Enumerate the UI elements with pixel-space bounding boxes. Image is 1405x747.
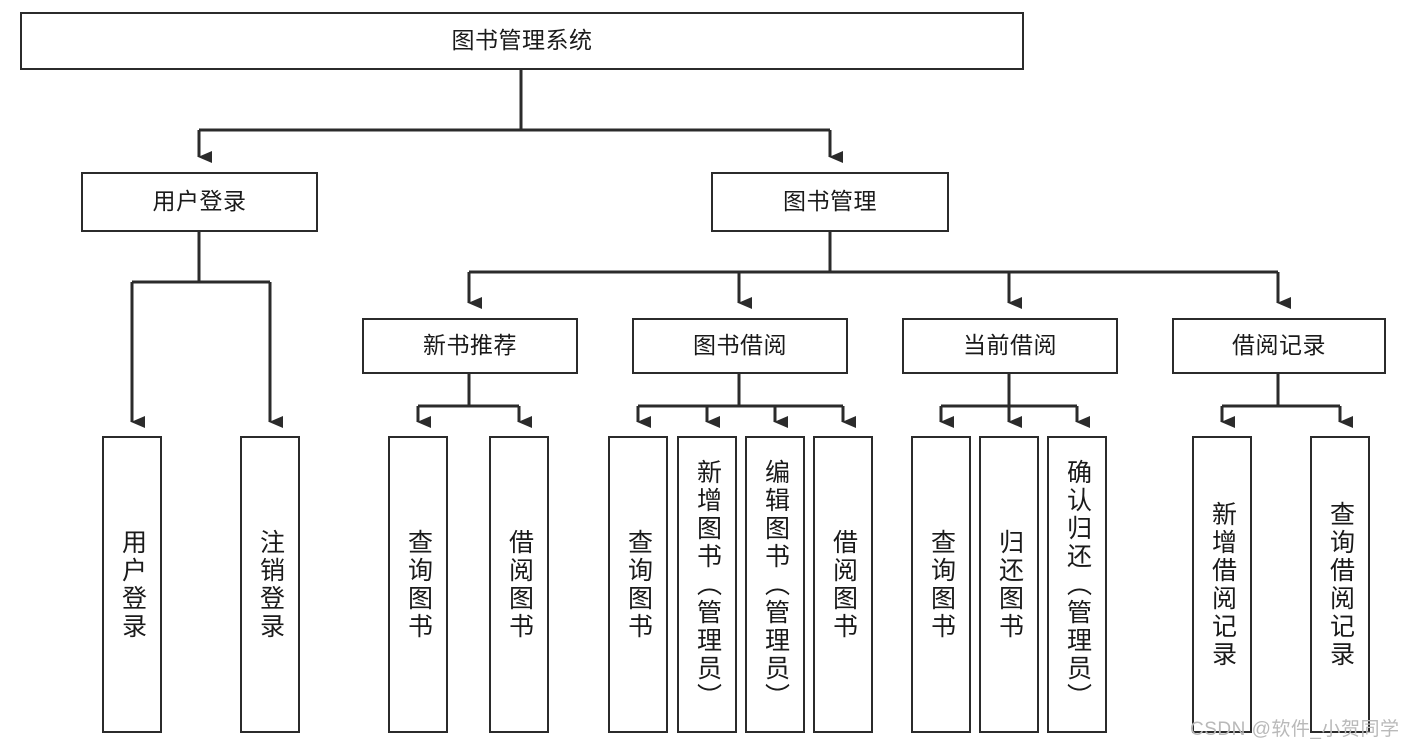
node-book-borrow-label: 图书借阅 bbox=[693, 332, 787, 359]
node-leaf-query-book-3-label: 查询图书 bbox=[927, 528, 956, 641]
node-book-manage[interactable]: 图书管理 bbox=[711, 172, 949, 232]
node-leaf-borrow-book-2-label: 借阅图书 bbox=[829, 528, 858, 641]
node-leaf-user-login[interactable]: 用户登录 bbox=[102, 436, 162, 733]
node-leaf-return-book-label: 归还图书 bbox=[995, 528, 1024, 641]
node-leaf-edit-book-label: 编辑图书（管理员） bbox=[761, 458, 790, 711]
node-leaf-query-record-label: 查询借阅记录 bbox=[1326, 500, 1355, 669]
node-leaf-query-book-2[interactable]: 查询图书 bbox=[608, 436, 668, 733]
node-leaf-add-record[interactable]: 新增借阅记录 bbox=[1192, 436, 1252, 733]
node-leaf-query-book-1-label: 查询图书 bbox=[404, 528, 433, 641]
node-leaf-confirm-return-label: 确认归还（管理员） bbox=[1063, 458, 1092, 711]
node-leaf-add-book[interactable]: 新增图书（管理员） bbox=[677, 436, 737, 733]
node-book-borrow[interactable]: 图书借阅 bbox=[632, 318, 848, 374]
node-current-borrow[interactable]: 当前借阅 bbox=[902, 318, 1118, 374]
node-root[interactable]: 图书管理系统 bbox=[20, 12, 1024, 70]
node-leaf-confirm-return[interactable]: 确认归还（管理员） bbox=[1047, 436, 1107, 733]
node-leaf-edit-book[interactable]: 编辑图书（管理员） bbox=[745, 436, 805, 733]
node-leaf-borrow-book-1-label: 借阅图书 bbox=[505, 528, 534, 641]
node-leaf-query-record[interactable]: 查询借阅记录 bbox=[1310, 436, 1370, 733]
node-current-borrow-label: 当前借阅 bbox=[963, 332, 1057, 359]
node-leaf-user-login-label: 用户登录 bbox=[118, 528, 147, 641]
node-user-login[interactable]: 用户登录 bbox=[81, 172, 318, 232]
node-leaf-add-record-label: 新增借阅记录 bbox=[1208, 500, 1237, 669]
node-leaf-query-book-2-label: 查询图书 bbox=[624, 528, 653, 641]
node-book-manage-label: 图书管理 bbox=[783, 188, 877, 215]
node-root-label: 图书管理系统 bbox=[451, 27, 593, 54]
node-leaf-query-book-1[interactable]: 查询图书 bbox=[388, 436, 448, 733]
node-leaf-user-logout-label: 注销登录 bbox=[256, 528, 285, 641]
node-new-book-recommend-label: 新书推荐 bbox=[423, 332, 517, 359]
node-leaf-user-logout[interactable]: 注销登录 bbox=[240, 436, 300, 733]
node-borrow-record-label: 借阅记录 bbox=[1232, 332, 1326, 359]
node-leaf-query-book-3[interactable]: 查询图书 bbox=[911, 436, 971, 733]
node-borrow-record[interactable]: 借阅记录 bbox=[1172, 318, 1386, 374]
node-leaf-add-book-label: 新增图书（管理员） bbox=[693, 458, 722, 711]
node-new-book-recommend[interactable]: 新书推荐 bbox=[362, 318, 578, 374]
node-leaf-return-book[interactable]: 归还图书 bbox=[979, 436, 1039, 733]
node-leaf-borrow-book-2[interactable]: 借阅图书 bbox=[813, 436, 873, 733]
csdn-watermark: CSDN @软件_小贺同学 bbox=[1190, 719, 1400, 740]
node-user-login-label: 用户登录 bbox=[152, 188, 247, 215]
node-leaf-borrow-book-1[interactable]: 借阅图书 bbox=[489, 436, 549, 733]
